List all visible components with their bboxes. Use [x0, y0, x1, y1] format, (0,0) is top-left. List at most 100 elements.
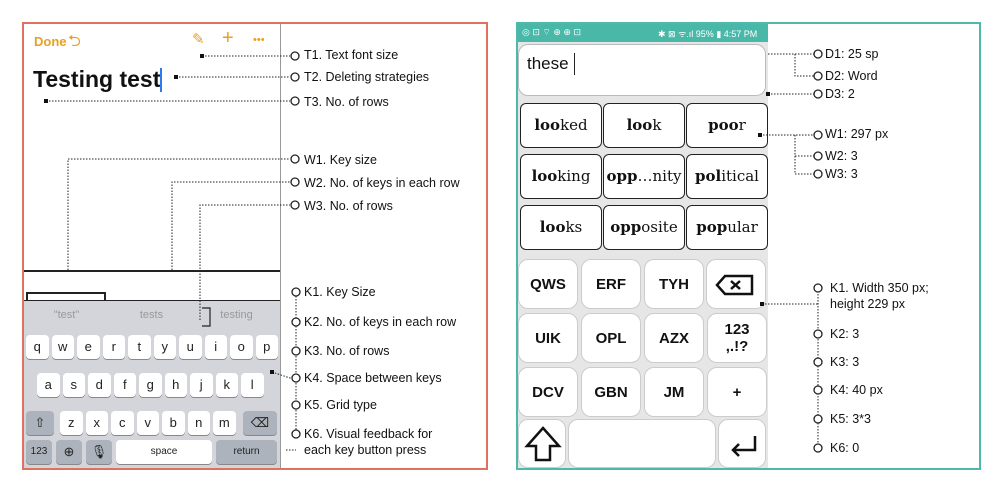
enter-key[interactable]: [718, 419, 766, 468]
word-prefix: opp: [606, 167, 638, 185]
word-suffix: …nity: [637, 167, 682, 185]
annotation-w2: W2. No. of keys in each row: [304, 176, 460, 190]
suggestion-3[interactable]: testing: [220, 309, 253, 321]
key-j[interactable]: j: [190, 373, 213, 397]
word-prediction[interactable]: political: [686, 154, 768, 199]
key-s[interactable]: s: [62, 373, 85, 397]
status-bar: ◎ ⊡ ⌔ ⊕ ⊕ ⊡ ✱ ⊠ ᯤ.ıl 95% ▮ 4:57 PM: [518, 24, 768, 42]
key-w[interactable]: w: [51, 335, 74, 359]
annotation-w3: W3. No. of rows: [304, 199, 393, 213]
left-panel: [22, 22, 488, 470]
key-i[interactable]: i: [204, 335, 227, 359]
key-l[interactable]: l: [241, 373, 264, 397]
backspace-key[interactable]: [706, 259, 766, 309]
key-c[interactable]: c: [111, 411, 134, 435]
word-suffix: itical: [721, 167, 759, 185]
typed-text: these: [527, 54, 569, 73]
key-size-marker: [26, 292, 106, 304]
word-suffix: ular: [727, 218, 758, 236]
key-v[interactable]: v: [136, 411, 159, 435]
text-input-box[interactable]: these: [518, 44, 766, 96]
word-suffix: r: [738, 116, 746, 134]
done-button[interactable]: Done: [34, 34, 67, 49]
key-d[interactable]: d: [88, 373, 111, 397]
key-t[interactable]: t: [128, 335, 151, 359]
word-prefix: pop: [696, 218, 728, 236]
word-prediction[interactable]: looked: [520, 103, 602, 148]
key-f[interactable]: f: [113, 373, 136, 397]
annotation-k3: K3: 3: [830, 355, 860, 369]
key-x[interactable]: x: [85, 411, 108, 435]
annotation-k3: K3. No. of rows: [304, 344, 390, 358]
key-r[interactable]: r: [102, 335, 125, 359]
annotation-k5: K5: 3*3: [830, 412, 872, 426]
key-p[interactable]: p: [255, 335, 278, 359]
word-suffix: ks: [565, 218, 583, 236]
key-y[interactable]: y: [153, 335, 176, 359]
space-key[interactable]: [568, 419, 716, 468]
pin-icon[interactable]: ✎: [192, 31, 205, 48]
key-uik[interactable]: UIK: [518, 313, 578, 363]
word-prediction[interactable]: looking: [520, 154, 602, 199]
suggestion-2[interactable]: tests: [139, 309, 164, 321]
key-z[interactable]: z: [60, 411, 83, 435]
word-prefix: loo: [626, 116, 653, 134]
key-o[interactable]: o: [230, 335, 253, 359]
word-prefix: loo: [539, 218, 566, 236]
key-k[interactable]: k: [215, 373, 238, 397]
word-prediction[interactable]: look: [603, 103, 685, 148]
annotation-d2: D2: Word: [825, 69, 878, 83]
numbers-key[interactable]: 123: [26, 440, 52, 464]
globe-icon[interactable]: ⊕: [56, 440, 82, 464]
key-azx[interactable]: AZX: [644, 313, 704, 363]
document-title[interactable]: Testing test: [33, 66, 161, 92]
text-caret: [160, 68, 162, 92]
annotation-k6-line2: each key button press: [304, 443, 427, 457]
return-key[interactable]: return: [216, 440, 277, 464]
microphone-icon[interactable]: 🎙: [86, 440, 112, 464]
key-a[interactable]: a: [37, 373, 60, 397]
key-b[interactable]: b: [162, 411, 185, 435]
shift-key[interactable]: [518, 419, 566, 468]
key-123[interactable]: 123 ,.!?: [707, 313, 767, 363]
undo-icon[interactable]: ⮌: [68, 33, 81, 50]
annotation-k1-line1: K1. Width 350 px;: [830, 281, 929, 295]
key-gbn[interactable]: GBN: [581, 367, 641, 417]
right-panel: [516, 22, 981, 470]
key-[interactable]: +: [707, 367, 767, 417]
key-jm[interactable]: JM: [644, 367, 704, 417]
add-button[interactable]: +: [222, 27, 234, 49]
key-tyh[interactable]: TYH: [644, 259, 704, 309]
more-button[interactable]: •••: [253, 34, 265, 46]
annotation-t2: T2. Deleting strategies: [304, 70, 430, 84]
key-n[interactable]: n: [187, 411, 210, 435]
word-prediction[interactable]: looks: [520, 205, 602, 250]
key-q[interactable]: q: [26, 335, 49, 359]
key-h[interactable]: h: [164, 373, 187, 397]
space-key[interactable]: space: [116, 440, 212, 464]
word-prediction[interactable]: poor: [686, 103, 768, 148]
annotation-k2: K2. No. of keys in each row: [304, 315, 457, 329]
key-e[interactable]: e: [77, 335, 100, 359]
suggestion-1[interactable]: "test": [53, 309, 80, 321]
key-m[interactable]: m: [213, 411, 236, 435]
annotation-k5: K5. Grid type: [304, 398, 377, 412]
backspace-key[interactable]: ⌫: [243, 411, 277, 435]
key-opl[interactable]: OPL: [581, 313, 641, 363]
annotation-t1: T1. Text font size: [304, 48, 399, 62]
word-prefix: opp: [610, 218, 642, 236]
key-u[interactable]: u: [179, 335, 202, 359]
word-prediction[interactable]: opposite: [603, 205, 685, 250]
word-prediction[interactable]: popular: [686, 205, 768, 250]
annotation-k2: K2: 3: [830, 327, 860, 341]
annotation-w1: W1. Key size: [304, 153, 377, 167]
key-qws[interactable]: QWS: [518, 259, 578, 309]
key-g[interactable]: g: [139, 373, 162, 397]
key-erf[interactable]: ERF: [581, 259, 641, 309]
key-dcv[interactable]: DCV: [518, 367, 578, 417]
shift-key[interactable]: ⇧: [26, 411, 54, 435]
annotation-d1: D1: 25 sp: [825, 47, 879, 61]
annotation-d3: D3: 2: [825, 87, 855, 101]
text-cursor: [574, 53, 575, 75]
word-prediction[interactable]: opp…nity: [603, 154, 685, 199]
